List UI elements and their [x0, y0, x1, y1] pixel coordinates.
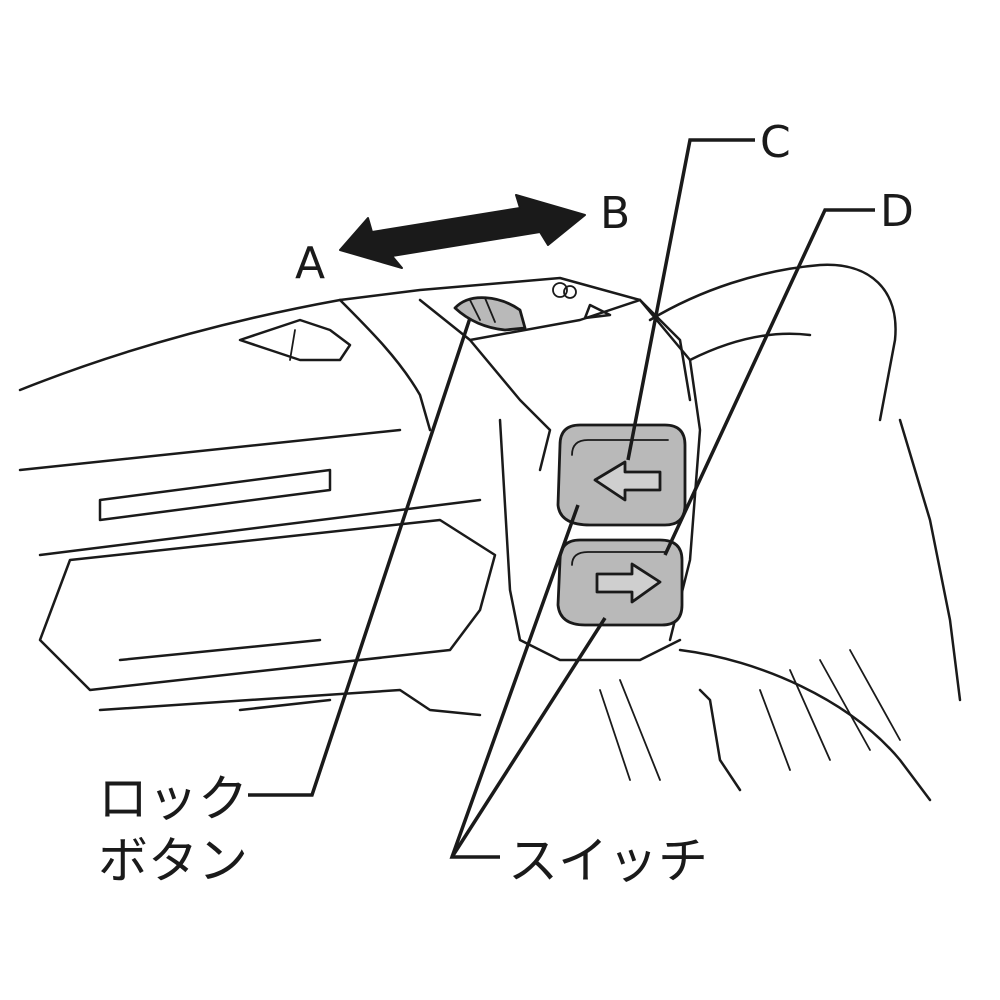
double-headed-arrow-icon [339, 194, 586, 269]
label-c: C [760, 117, 791, 168]
switch-right[interactable] [556, 538, 684, 627]
label-d: D [880, 186, 914, 237]
left-arrow-icon [593, 460, 662, 502]
lock-button[interactable] [453, 296, 527, 332]
right-arrow-icon [595, 562, 662, 604]
leader-lines [248, 138, 875, 859]
tool-body-outline [18, 263, 962, 802]
lock-button-label-line2: ボタン [98, 832, 248, 890]
switch-label: スイッチ [508, 832, 708, 890]
label-a: A [295, 238, 325, 289]
label-b: B [600, 188, 630, 239]
lock-button-label-line1: ロック [98, 770, 248, 828]
